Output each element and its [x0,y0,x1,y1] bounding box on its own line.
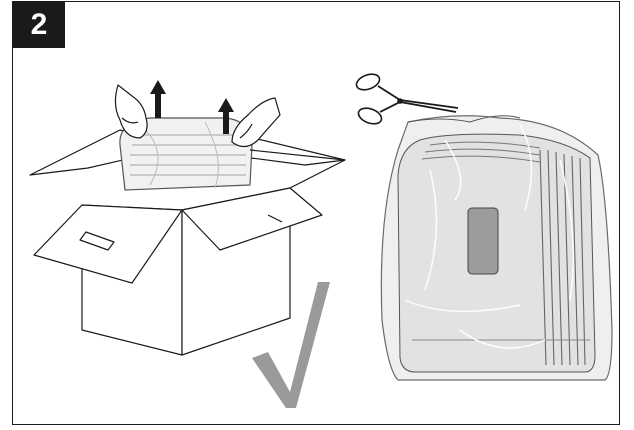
checkmark-icon [252,282,330,408]
hands-icon [114,84,281,148]
scissors-icon [355,73,459,125]
unit-in-bag-illustration [380,115,613,381]
lift-up-arrow-icon [150,80,234,134]
step-number-badge: 2 [13,2,65,48]
step-number: 2 [30,8,48,41]
box-illustration [29,117,346,356]
